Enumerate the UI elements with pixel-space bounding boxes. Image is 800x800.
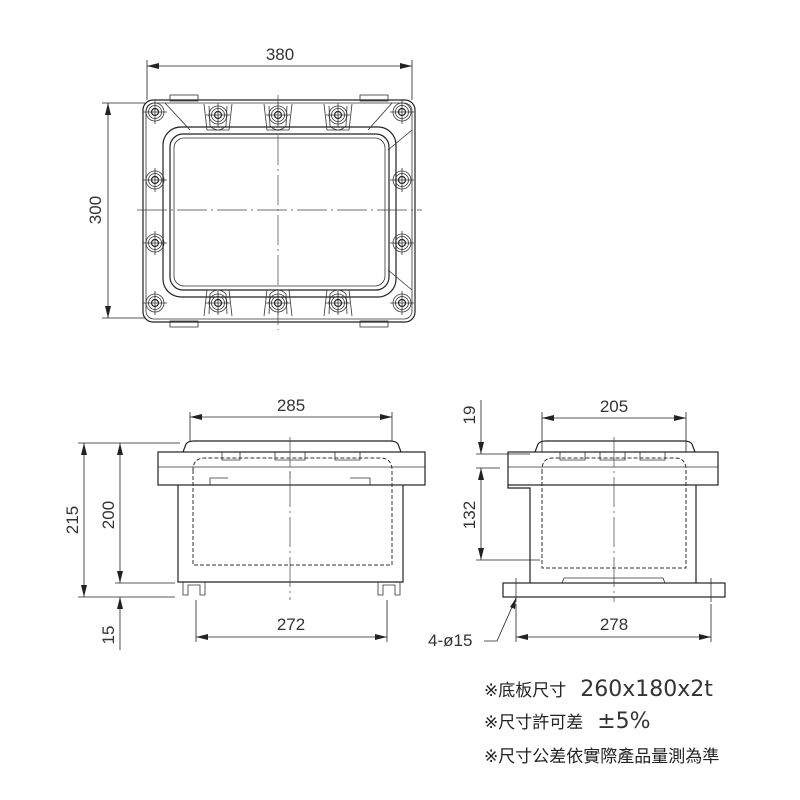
dim-total-height-215: 215 [63,506,82,534]
dim-top-width-205: 205 [600,397,628,416]
note-tolerance: ※尺寸許可差±5% [484,709,651,734]
top-view: 380 300 [86,45,422,330]
note-measurement: ※尺寸公差依實際產品量測為準 [484,747,720,767]
dim-inner-height-132: 132 [460,501,479,529]
front-view: 285 272 215 200 15 [63,396,426,650]
dim-foot-height-15: 15 [99,626,118,645]
dim-lid-height-19: 19 [460,406,479,425]
side-view: 205 278 19 132 4-ø15 [428,397,726,650]
dim-top-width-285: 285 [277,396,305,415]
dim-height-300: 300 [86,196,105,224]
hole-callout: 4-ø15 [428,631,472,650]
dim-body-height-200: 200 [99,501,118,529]
dim-base-width-278: 278 [600,615,628,634]
dim-width-380: 380 [266,45,294,64]
dim-bottom-width-272: 272 [277,615,305,634]
